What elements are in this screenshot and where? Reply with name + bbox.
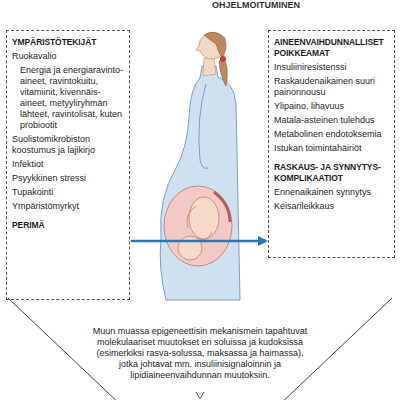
item-text: Tupakointi (12, 187, 124, 198)
item-text: Ylipaino, lihavuus (274, 101, 389, 112)
section-heading: AINEENVAIHDUNNALLISET POIKKEAMAT (274, 37, 389, 59)
item-text: Istukan toimintahäiriöt (274, 143, 389, 154)
node-content: YMPÄRISTÖTEKIJÄT RuokavalioEnergia ja ene… (12, 37, 124, 231)
fetus-body (189, 197, 219, 239)
uterus (164, 186, 232, 266)
item-text: Infektiot (12, 159, 124, 170)
dress (160, 66, 240, 300)
item-text: Ruokavalio (12, 51, 124, 62)
factor-box: YMPÄRISTÖTEKIJÄT RuokavalioEnergia ja ene… (6, 30, 130, 300)
ponytail (219, 56, 227, 86)
item-text: Ennenaikainen synnytys (274, 187, 389, 198)
item-text: Matala-asteinen tulehdus (274, 115, 389, 126)
node-content: Muun muassa epigeneettisin mekanismein t… (89, 326, 311, 381)
hair-bow (220, 56, 226, 62)
section-heading: RASKAUS- JA SYNNYTYS-KOMPLIKAATIOT (274, 162, 389, 184)
item-text: Raskaudenaikainen suuri painonnousu (274, 76, 389, 98)
funnel-region: Muun muassa epigeneettisin mekanismein t… (8, 298, 392, 400)
nose (196, 44, 200, 51)
item-text: Keisarileikkaus (274, 201, 389, 212)
item-text: Insuliiniresistenssi (274, 62, 389, 73)
flow-arrow (131, 240, 266, 243)
fetus-limb (198, 232, 212, 240)
item-text: Muun muassa epigeneettisin mekanismein t… (89, 326, 311, 381)
item-text: Psyykkinen stressi (12, 173, 124, 184)
node-content: AINEENVAIHDUNNALLISET POIKKEAMAT Insuliin… (274, 37, 389, 212)
item-text: Metabolinen endotoksemia (274, 129, 389, 140)
fetus-head (178, 236, 202, 260)
neck (203, 58, 216, 76)
section-heading: PERIMÄ (12, 220, 124, 231)
factor-box: AINEENVAIHDUNNALLISET POIKKEAMAT Insuliin… (268, 30, 395, 258)
fetus-limb (187, 206, 196, 228)
item-text: Ympäristömyrkyt (12, 201, 124, 212)
diagram-title: OHJELMOITUMINEN (212, 0, 300, 10)
down-arrow (196, 392, 204, 399)
item-text: Suolistomikrobiston koostumus ja lajikir… (12, 134, 124, 156)
section-heading: YMPÄRISTÖTEKIJÄT (12, 37, 124, 48)
item-text: Energia ja energiaravinto-aineet, ravint… (12, 65, 124, 131)
hair (204, 32, 226, 58)
arm (199, 84, 208, 168)
head (199, 33, 225, 59)
